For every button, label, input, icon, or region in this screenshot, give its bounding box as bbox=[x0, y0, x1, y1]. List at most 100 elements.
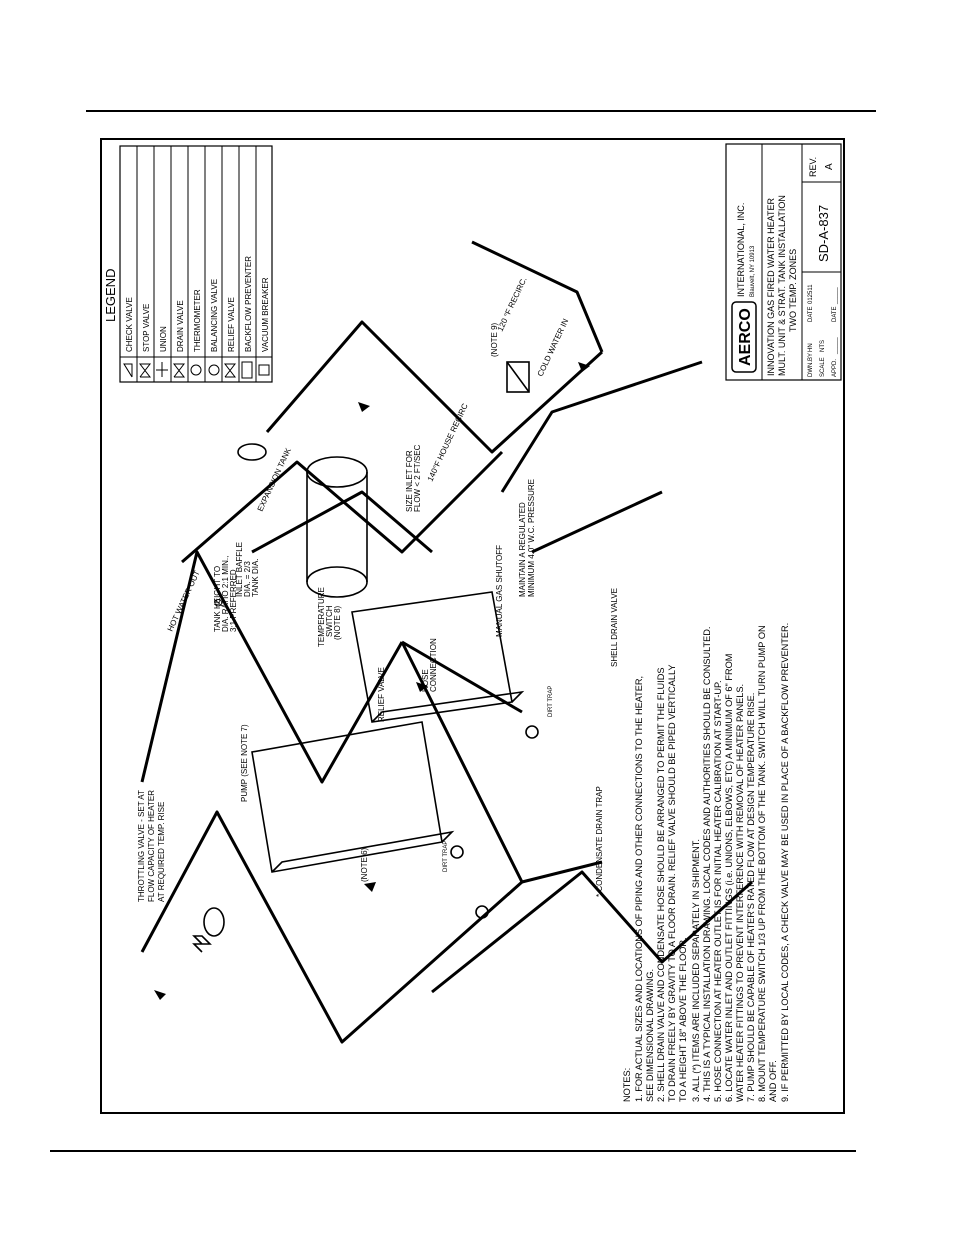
legend-label-stop-valve: STOP VALVE bbox=[142, 304, 151, 352]
notes: NOTES: 1. FOR ACTUAL SIZES AND LOCATIONS… bbox=[622, 623, 790, 1102]
scale-value: NTS bbox=[820, 340, 826, 352]
note6-label: (NOTE 6) bbox=[360, 847, 369, 882]
company-address: Blauvelt, NY 10913 bbox=[750, 245, 756, 297]
house-recirc-label: 140°F HOUSE RECIRC bbox=[426, 402, 470, 483]
throttling-label-2: FLOW CAPACITY OF HEATER bbox=[147, 790, 156, 902]
title-line-1: INNOVATION GAS FIRED WATER HEATER bbox=[766, 197, 776, 376]
piping-diagram: THROTTLING VALVE - SET AT FLOW CAPACITY … bbox=[103, 143, 842, 1102]
legend-rows bbox=[120, 146, 272, 382]
main-loop-pipe bbox=[140, 641, 524, 1044]
legend-label-vacuum-breaker: VACUUM BREAKER bbox=[261, 277, 270, 352]
manual-gas-label: MANUAL GAS SHUTOFF bbox=[495, 545, 504, 637]
inlet-baffle-label-1: INLET BAFFLE bbox=[235, 542, 244, 597]
dirt-trap-label: DIRT TRAP bbox=[443, 841, 449, 872]
date2-value: _____ bbox=[832, 287, 838, 305]
cold-water-in-label: COLD WATER IN bbox=[536, 317, 571, 378]
stop-valve-icon bbox=[192, 935, 212, 953]
relief-valve-icon bbox=[223, 363, 237, 378]
heater-body bbox=[251, 721, 443, 873]
title-block-box bbox=[725, 143, 842, 381]
approved-value: _____ bbox=[832, 337, 838, 355]
heater-body bbox=[351, 591, 513, 723]
note-line: SEE DIMENSIONAL DRAWING. bbox=[645, 969, 655, 1102]
piping-network bbox=[140, 240, 753, 1044]
flow-arrow bbox=[358, 402, 370, 412]
scale-label: SCALE bbox=[820, 357, 826, 377]
revision-value: A bbox=[824, 163, 835, 170]
heater2-supply-pipe bbox=[401, 640, 523, 714]
legend-icons bbox=[123, 361, 270, 379]
note-line: 2. SHELL DRAIN VALVE AND CONDENSATE HOSE… bbox=[656, 668, 666, 1102]
flow-arrows bbox=[154, 362, 590, 1000]
pump-icon bbox=[203, 907, 225, 937]
condensate-label: * CONDENSATE DRAIN TRAP bbox=[595, 786, 604, 897]
title-block-fields: DWN.BY HN DATE 012511 SCALE NTS APPD. __… bbox=[808, 284, 838, 377]
return-loop-pipe bbox=[140, 550, 404, 784]
storage-tank bbox=[237, 443, 368, 598]
hose-label-1: HOSE bbox=[421, 669, 430, 692]
house-recirc-pipe bbox=[531, 490, 663, 554]
flow-arrow bbox=[154, 990, 166, 1000]
company-name: INTERNATIONAL, INC. bbox=[736, 203, 746, 297]
rotated-sheet: THROTTLING VALVE - SET AT FLOW CAPACITY … bbox=[102, 140, 843, 1112]
bottom-rule bbox=[50, 1150, 856, 1152]
aerco-logo bbox=[731, 301, 757, 373]
maintain-label-2: MINIMUM 4.0" W.C. PRESSURE bbox=[527, 479, 536, 597]
legend-label-union: UNION bbox=[159, 326, 168, 352]
note-line: AND OFF. bbox=[768, 1060, 778, 1102]
inlet-baffle-label-2: DIA. = 2/3 bbox=[243, 561, 252, 597]
temp-switch-label-1: TEMPERATURE bbox=[317, 587, 326, 647]
hot-water-out-label: HOT WATER OUT bbox=[166, 569, 202, 633]
tank-bottom bbox=[306, 566, 368, 598]
legend-label-balancing-valve: BALANCING VALVE bbox=[210, 279, 219, 352]
temp-switch-label-2: SWITCH bbox=[325, 605, 334, 637]
throttling-label-3: AT REQUIRED TEMP. RISE bbox=[157, 802, 166, 902]
note-line: WATER HEATER FITTINGS TO PREVENT INTERFE… bbox=[735, 684, 745, 1102]
aerco-logo-text: AERCO bbox=[737, 308, 754, 366]
size-inlet-label-1: SIZE INLET FOR bbox=[405, 450, 414, 512]
drain-valve-icon bbox=[172, 363, 186, 378]
note-line: 4. THIS IS A TYPICAL INSTALLATION DRAWIN… bbox=[702, 627, 712, 1102]
thermometer-icon bbox=[190, 364, 202, 376]
legend-title: LEGEND bbox=[103, 269, 118, 322]
flow-arrow bbox=[364, 882, 376, 892]
gauge-icon bbox=[525, 725, 539, 739]
legend-label-relief-valve: RELIEF VALVE bbox=[227, 297, 236, 352]
hose-label-2: CONNECTION bbox=[429, 638, 438, 692]
check-valve-icon bbox=[123, 363, 133, 378]
temp-switch-label-3: (NOTE 8) bbox=[333, 605, 342, 640]
title-line-3: TWO TEMP. ZONES bbox=[788, 249, 798, 332]
shell-drain-label: SHELL DRAIN VALVE bbox=[610, 588, 619, 667]
note-line: 9. IF PERMITTED BY LOCAL CODES, A CHECK … bbox=[780, 623, 790, 1102]
note9-label: (NOTE 9) bbox=[490, 322, 499, 357]
legend-label-drain-valve: DRAIN VALVE bbox=[176, 300, 185, 352]
size-inlet-label-2: FLOW < 2 FT/SEC bbox=[413, 444, 422, 512]
lower-pipe bbox=[431, 870, 753, 994]
heater-edge bbox=[371, 690, 525, 723]
recirc-120-pipe bbox=[471, 240, 604, 353]
flow-arrow bbox=[416, 682, 428, 692]
date2-label: DATE bbox=[832, 306, 838, 322]
recirc-120-label: 120 °F RECIRC. bbox=[496, 276, 529, 333]
note-line: 3. ALL (*) ITEMS ARE INCLUDED SEPARATELY… bbox=[691, 839, 701, 1102]
tank-connect-pipe bbox=[251, 490, 433, 554]
backflow-preventer bbox=[506, 361, 530, 393]
recirc-loop-pipe bbox=[265, 320, 604, 454]
legend: LEGEND CHECK VALVE STOP VALVE UNION DRAI… bbox=[103, 145, 273, 383]
note-line: 6. LOCATE WATER INLET AND OUTLET FITTING… bbox=[724, 654, 734, 1102]
tank-top bbox=[306, 456, 368, 488]
inlet-baffle-label-3: TANK DIA. bbox=[251, 558, 260, 597]
drawn-by-label: DWN.BY bbox=[808, 353, 814, 377]
legend-label-check-valve: CHECK VALVE bbox=[125, 297, 134, 352]
legend-label-backflow-preventer: BACKFLOW PREVENTER bbox=[244, 256, 253, 352]
relief-valve-label: RELIEF VALVE bbox=[377, 667, 386, 722]
dia-symbol: Ø bbox=[213, 598, 225, 607]
hot-water-out-pipe bbox=[181, 450, 504, 564]
throttling-label-1: THROTTLING VALVE - SET AT bbox=[137, 790, 146, 902]
tank-height-label-2: DIA. RATIO 2:1 MIN., bbox=[221, 556, 230, 632]
legend-labels: CHECK VALVE STOP VALVE UNION DRAIN VALVE… bbox=[125, 256, 270, 352]
note-line: TO DRAIN FREELY BY GRAVITY TO A FLOOR DR… bbox=[667, 664, 677, 1102]
heater1-supply-pipe bbox=[521, 860, 603, 884]
expansion-tank-icon bbox=[237, 443, 267, 461]
top-rule bbox=[86, 110, 876, 112]
